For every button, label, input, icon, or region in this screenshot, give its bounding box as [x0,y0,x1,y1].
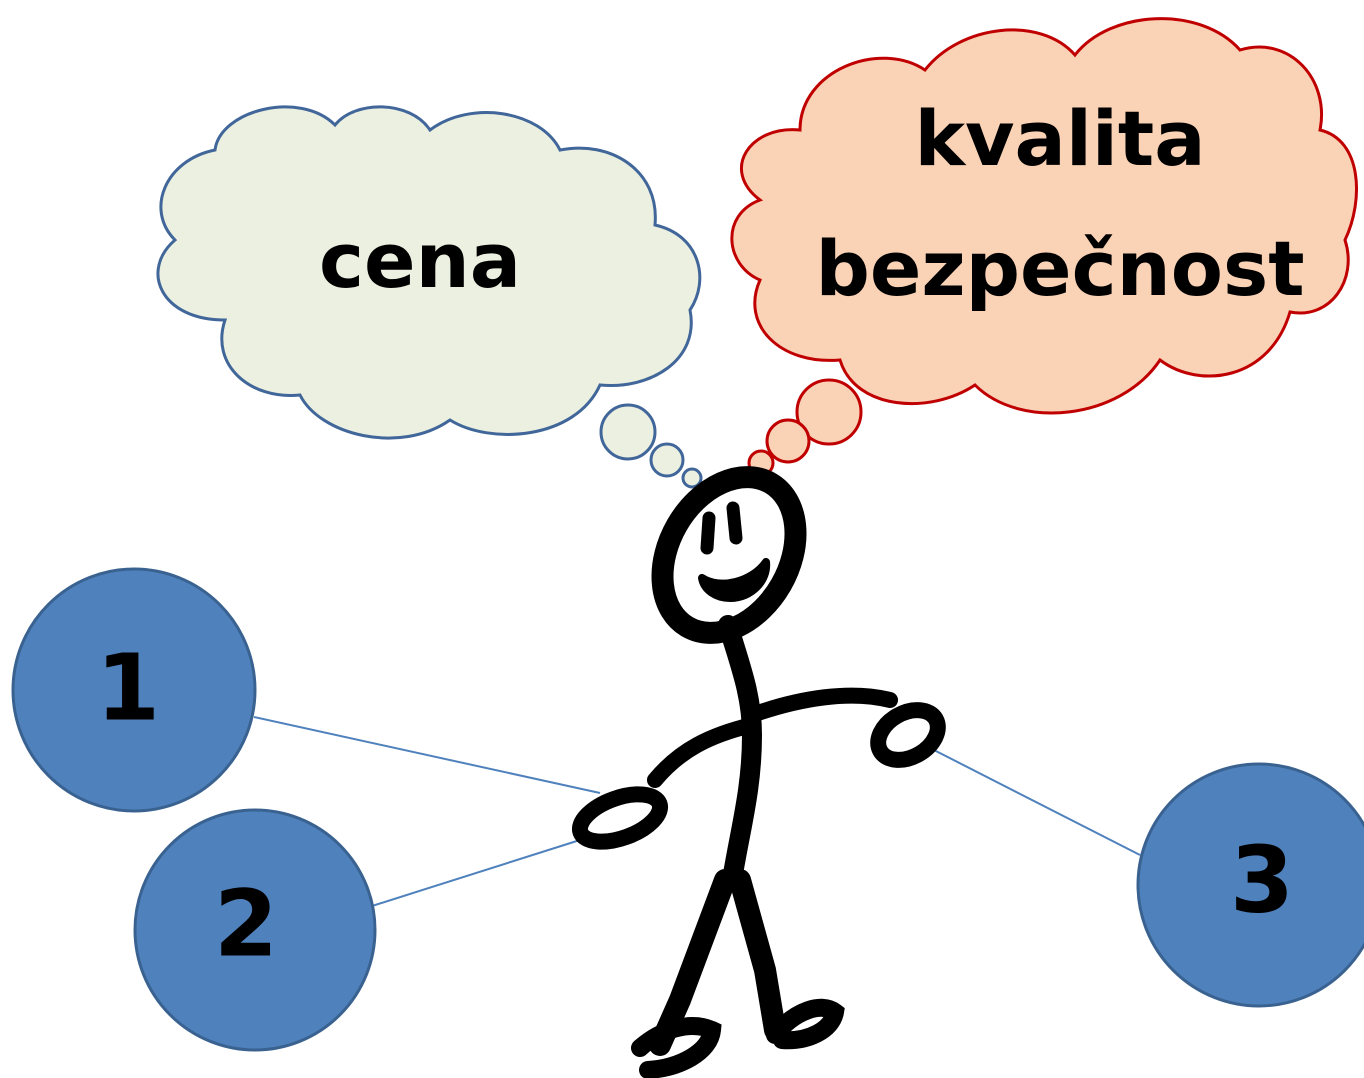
figure-eye-right [726,501,743,545]
thought-dot-right-2 [765,418,811,464]
connector-3 [929,747,1141,856]
figure-hand-right [870,702,946,768]
cloud-shape-right [730,17,1359,415]
figure-hand-left [571,786,669,850]
figure-head [651,466,807,644]
thought-dot-left-2 [649,442,685,478]
figure-foot-right [766,998,845,1050]
thought-dot-left-3 [681,467,703,489]
thought-bubble-left: cena [156,105,703,489]
figure-mouth [698,558,771,602]
thought-dot-right-1 [795,378,863,446]
choice-circle-3: 3 [1136,762,1364,1008]
choice-circle-1-shape [11,567,257,813]
thought-text-right-line-1: kvalita [914,94,1205,183]
choice-circle-2: 2 [133,808,377,1052]
thought-text-right-line-2: bezpečnost [815,224,1304,313]
choice-circle-3-label: 3 [1230,827,1294,934]
figure-foot-left [631,1017,722,1078]
figure-arm-right [744,687,898,723]
figure-eye-left [700,511,716,555]
figure-leg-right [729,869,786,1041]
thought-text-left-line-1: cena [319,216,521,305]
thought-dot-left-1 [599,403,657,461]
connector-2 [371,839,581,907]
thought-bubble-right: kvalita bezpečnost [730,17,1359,477]
choice-circle-2-label: 2 [214,871,278,978]
cloud-shape-left [156,105,702,440]
figure-arm-left [647,717,760,788]
figure-body [718,615,763,890]
choice-circle-2-shape [133,808,377,1052]
choice-circle-1-label: 1 [96,635,160,742]
connectors [253,716,1141,907]
choice-circle-1: 1 [11,567,257,813]
choice-circle-3-shape [1136,762,1364,1008]
stick-figure [571,466,946,1078]
connector-1 [253,716,601,794]
